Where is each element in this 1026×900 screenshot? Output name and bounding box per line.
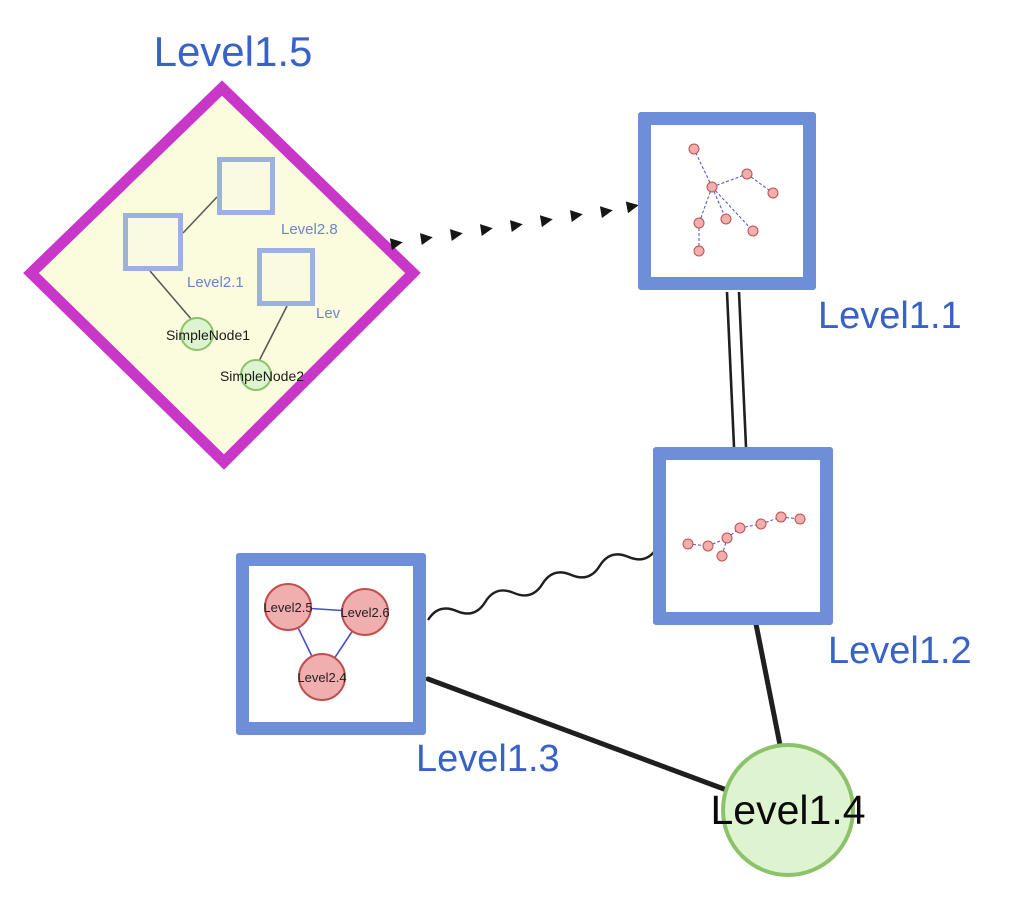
subgraph-node[interactable] [747, 225, 759, 237]
label-level1-1: Level1.1 [818, 295, 962, 337]
subgraph-node[interactable] [775, 511, 787, 523]
subgraph-node[interactable] [755, 518, 767, 530]
label-lev: Lev [316, 305, 341, 322]
label-simplenode1: SimpleNode1 [165, 327, 251, 343]
edge-level1-2-to-level1-4[interactable] [753, 621, 785, 758]
label-level2-6: Level2.6 [340, 604, 390, 620]
subgraph-node[interactable] [767, 187, 779, 199]
subgraph-node[interactable] [734, 522, 746, 534]
node-simplenode2[interactable] [240, 359, 272, 391]
subgraph-node[interactable] [721, 532, 733, 544]
group-node-level1-3[interactable]: Level2.5 Level2.6 Level2.4 [236, 553, 426, 735]
node-simplenode1[interactable] [180, 317, 214, 351]
label-level2-5: Level2.5 [263, 599, 313, 615]
subgraph-node[interactable] [702, 540, 714, 552]
subgraph-node[interactable] [682, 538, 694, 550]
node-lev[interactable] [257, 248, 315, 306]
subgraph-edge[interactable] [711, 186, 754, 232]
subgraph-edge[interactable] [711, 186, 727, 220]
node-level2-1[interactable] [123, 213, 183, 271]
subgraph-node[interactable] [794, 513, 806, 525]
subgraph-node[interactable] [720, 213, 732, 225]
group-node-level1-5[interactable] [23, 80, 421, 470]
group-node-level1-2[interactable] [653, 447, 833, 625]
edge-level2-1-to-level2-8[interactable] [182, 196, 218, 234]
subgraph-node[interactable] [688, 143, 700, 155]
label-level2-4: Level2.4 [297, 669, 347, 685]
subgraph-edge[interactable] [711, 173, 748, 188]
edge-lev-to-simplenode2[interactable] [258, 305, 288, 362]
label-level1-4: Level1.4 [710, 786, 866, 833]
edge-level2-1-to-simplenode1[interactable] [149, 270, 193, 321]
node-level2-8[interactable] [217, 157, 275, 215]
subgraph-node[interactable] [693, 245, 705, 257]
subgraph-node[interactable] [741, 168, 753, 180]
edge-level1-3-to-level1-4[interactable] [425, 676, 743, 798]
edge-level1-1-to-level1-2[interactable] [725, 291, 748, 448]
subgraph-node[interactable] [693, 217, 705, 229]
node-level2-6[interactable]: Level2.6 [340, 588, 390, 636]
node-level2-4[interactable]: Level2.4 [297, 653, 347, 701]
subgraph-node[interactable] [706, 181, 718, 193]
label-level1-3: Level1.3 [416, 738, 560, 780]
subgraph-level1-1 [688, 143, 779, 257]
label-level2-1: Level2.1 [187, 274, 244, 291]
label-level1-2: Level1.2 [828, 630, 972, 672]
node-level2-5[interactable]: Level2.5 [263, 583, 313, 631]
edge-level1-3-to-level1-2[interactable] [426, 542, 659, 627]
subgraph-node[interactable] [716, 550, 728, 562]
subgraph-edge[interactable] [698, 186, 713, 224]
node-level1-4[interactable]: Level1.4 [711, 743, 866, 877]
label-simplenode2: SimpleNode2 [219, 368, 305, 384]
edge-level1-5-to-level1-1[interactable] [389, 201, 639, 251]
group-node-level1-1[interactable] [638, 112, 816, 290]
subgraph-level1-2 [682, 511, 806, 562]
subgraph-edge[interactable] [693, 148, 713, 188]
label-level1-5: Level1.5 [153, 28, 313, 75]
label-level2-8: Level2.8 [281, 221, 338, 238]
